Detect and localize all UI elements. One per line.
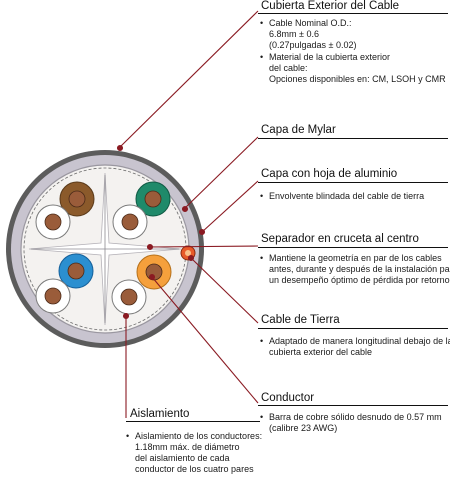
separator-bullets: Mantiene la geometría en par de los cabl… xyxy=(260,253,450,286)
conductor-rule xyxy=(258,405,448,406)
conductor-bullets: Barra de cobre sólido desnudo de 0.57 mm xyxy=(260,412,442,423)
mylar-rule xyxy=(258,138,448,139)
ground-title: Cable de Tierra xyxy=(261,314,340,326)
pair-orange xyxy=(111,254,172,315)
leader-lines xyxy=(116,10,259,418)
separator-bullet: Mantiene la geometría en par de los cabl… xyxy=(260,253,450,286)
pair-blue xyxy=(35,253,94,314)
jacket-bullet-od: Cable Nominal O.D.: 6.8mm ± 0.6 (0.27pul… xyxy=(260,18,446,51)
pair-green xyxy=(112,181,171,240)
conductor-bullet: Barra de cobre sólido desnudo de 0.57 mm xyxy=(260,412,442,423)
foil-title: Capa con hoja de aluminio xyxy=(261,168,398,180)
insulation-bullets: Aislamiento de los conductores: 1.18mm m… xyxy=(126,431,262,475)
insulation-rule xyxy=(126,421,260,422)
insulation-title: Aislamiento xyxy=(130,408,190,420)
ground-rule xyxy=(258,328,448,329)
foil-bullet: Envolvente blindada del cable de tierra xyxy=(260,191,424,202)
ground-bullets: Adaptado de manera longitudinal debajo d… xyxy=(260,336,450,358)
separator-title: Separador en cruceta al centro xyxy=(261,233,419,245)
separator-rule xyxy=(258,247,448,248)
foil-rule xyxy=(258,182,448,183)
insulation-bullet: Aislamiento de los conductores: 1.18mm m… xyxy=(126,431,262,475)
jacket-title: Cubierta Exterior del Cable xyxy=(261,0,400,12)
ground-bullet: Adaptado de manera longitudinal debajo d… xyxy=(260,336,450,358)
jacket-bullet-material: Material de la cubierta exterior del cab… xyxy=(260,52,446,85)
cross-separator xyxy=(28,172,182,326)
foil-bullets: Envolvente blindada del cable de tierra xyxy=(260,191,424,202)
conductor-title: Conductor xyxy=(261,392,315,404)
jacket-rule xyxy=(258,13,448,14)
jacket-bullets: Cable Nominal O.D.: 6.8mm ± 0.6 (0.27pul… xyxy=(260,18,446,85)
mylar-title: Capa de Mylar xyxy=(261,124,336,136)
pair-brown xyxy=(35,181,95,240)
conductor-note: (calibre 23 AWG) xyxy=(269,423,338,433)
